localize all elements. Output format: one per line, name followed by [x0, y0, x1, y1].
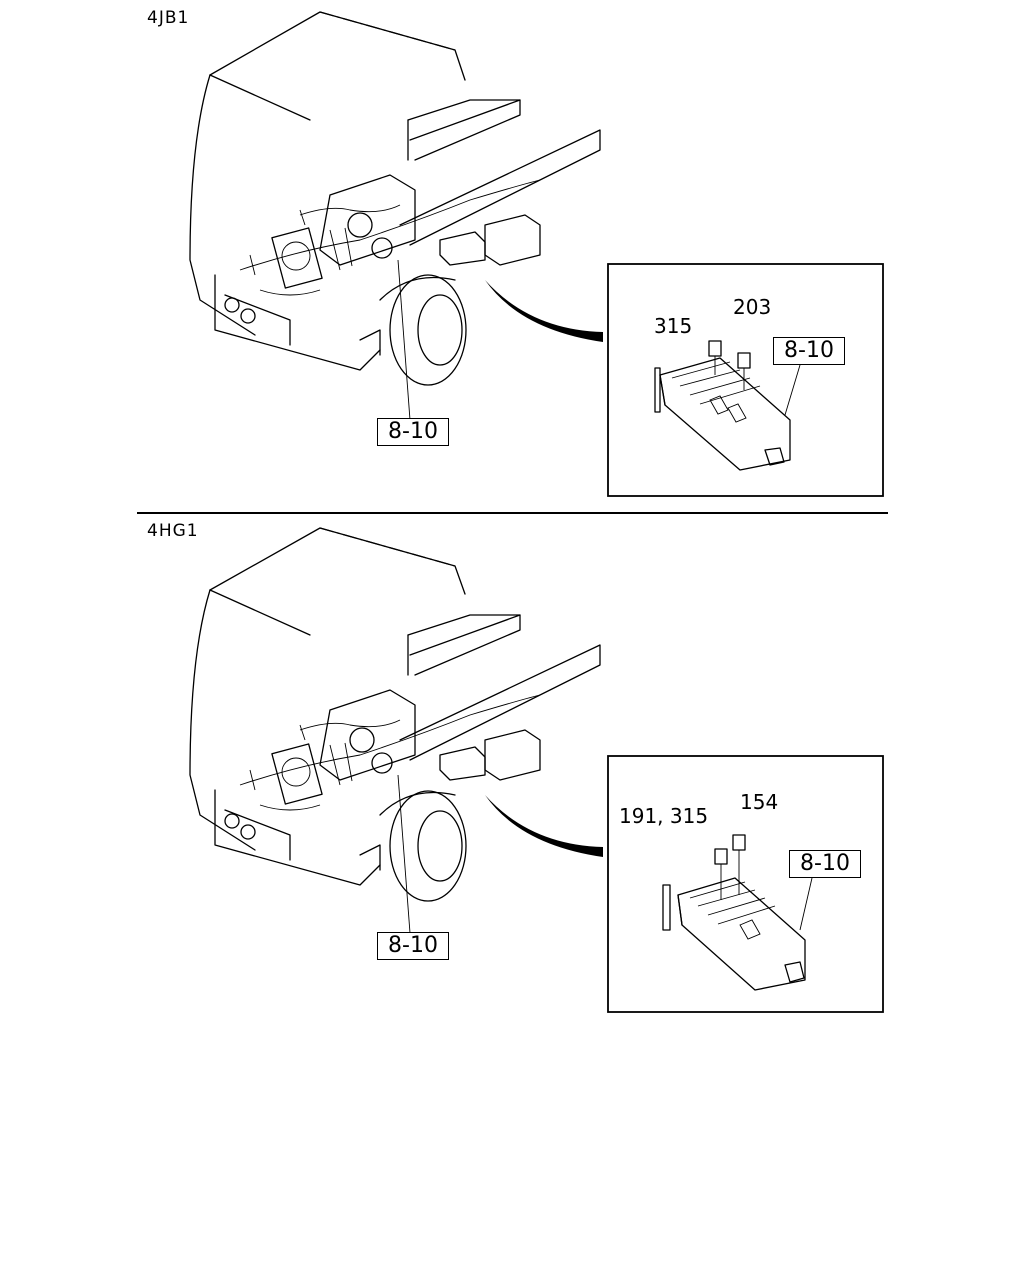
- engine-label: 4JB1: [147, 8, 190, 28]
- part-number: 191, 315: [619, 804, 709, 828]
- detail-callout-box: 8-10: [789, 850, 861, 878]
- detail-callout-box: 8-10: [773, 337, 845, 365]
- part-number: 203: [733, 295, 772, 319]
- main-callout-box: 8-10: [377, 418, 449, 446]
- main-callout-box: 8-10: [377, 932, 449, 960]
- engine-label: 4HG1: [147, 521, 199, 541]
- section-divider: [137, 512, 888, 514]
- part-number: 154: [740, 790, 779, 814]
- part-number: 315: [654, 314, 693, 338]
